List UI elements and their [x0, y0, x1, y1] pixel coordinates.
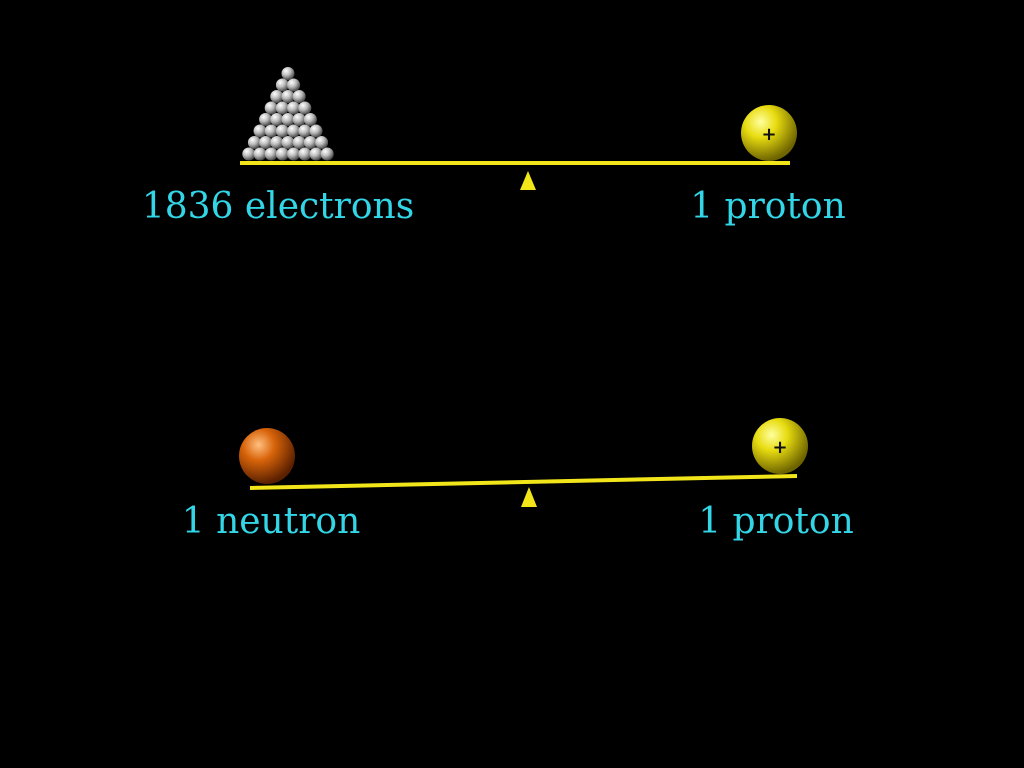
electron-sphere — [281, 113, 295, 126]
top-left-label: 1836 electrons — [142, 186, 414, 227]
electron-sphere — [309, 124, 323, 138]
electron-sphere — [287, 147, 301, 161]
electron-sphere — [253, 124, 267, 138]
electron-sphere — [292, 113, 306, 126]
bottom-balance-beam — [249, 474, 798, 490]
electron-sphere — [320, 147, 334, 161]
proton-sphere — [741, 105, 797, 161]
electron-sphere — [298, 124, 312, 138]
electron-sphere — [281, 67, 295, 80]
electron-sphere — [253, 147, 267, 161]
electron-sphere — [287, 124, 301, 138]
electron-sphere — [303, 113, 317, 126]
proton-plus-sign: + — [772, 437, 787, 458]
electron-sphere — [292, 90, 306, 103]
electron-sphere — [287, 78, 301, 92]
bottom-right-label: 1 proton — [698, 501, 854, 542]
proton-plus-sign: + — [761, 124, 776, 145]
electron-sphere — [264, 101, 278, 115]
electron-sphere — [275, 78, 289, 92]
electron-sphere — [275, 124, 289, 138]
electron-sphere — [264, 147, 278, 161]
electron-sphere — [303, 136, 317, 149]
top-proton: + — [741, 105, 797, 161]
bottom-left-label: 1 neutron — [182, 501, 361, 542]
electron-sphere — [292, 136, 306, 149]
proton-sphere — [752, 418, 808, 474]
electron-sphere — [259, 136, 273, 149]
neutron-sphere — [239, 428, 295, 484]
electron-sphere — [309, 147, 323, 161]
electron-sphere — [315, 136, 329, 149]
electron-sphere — [247, 136, 261, 149]
electron-sphere — [264, 124, 278, 138]
bottom-proton: + — [752, 418, 808, 474]
top-balance: + 1836 electrons 1 proton — [142, 67, 846, 227]
electron-sphere — [259, 113, 273, 126]
electron-sphere — [298, 101, 312, 115]
electron-sphere — [270, 113, 284, 126]
electron-sphere — [270, 136, 284, 149]
top-fulcrum — [520, 171, 536, 190]
electron-sphere — [275, 101, 289, 115]
electron-sphere — [275, 147, 289, 161]
electron-sphere — [281, 90, 295, 103]
electron-sphere — [242, 147, 256, 161]
top-right-label: 1 proton — [690, 186, 846, 227]
bottom-balance: + 1 neutron 1 proton — [182, 418, 854, 542]
electron-sphere — [281, 136, 295, 149]
electron-sphere — [287, 101, 301, 115]
bottom-fulcrum — [521, 487, 537, 507]
electron-sphere — [298, 147, 312, 161]
electron-sphere — [270, 90, 284, 103]
electron-pile — [242, 67, 334, 161]
